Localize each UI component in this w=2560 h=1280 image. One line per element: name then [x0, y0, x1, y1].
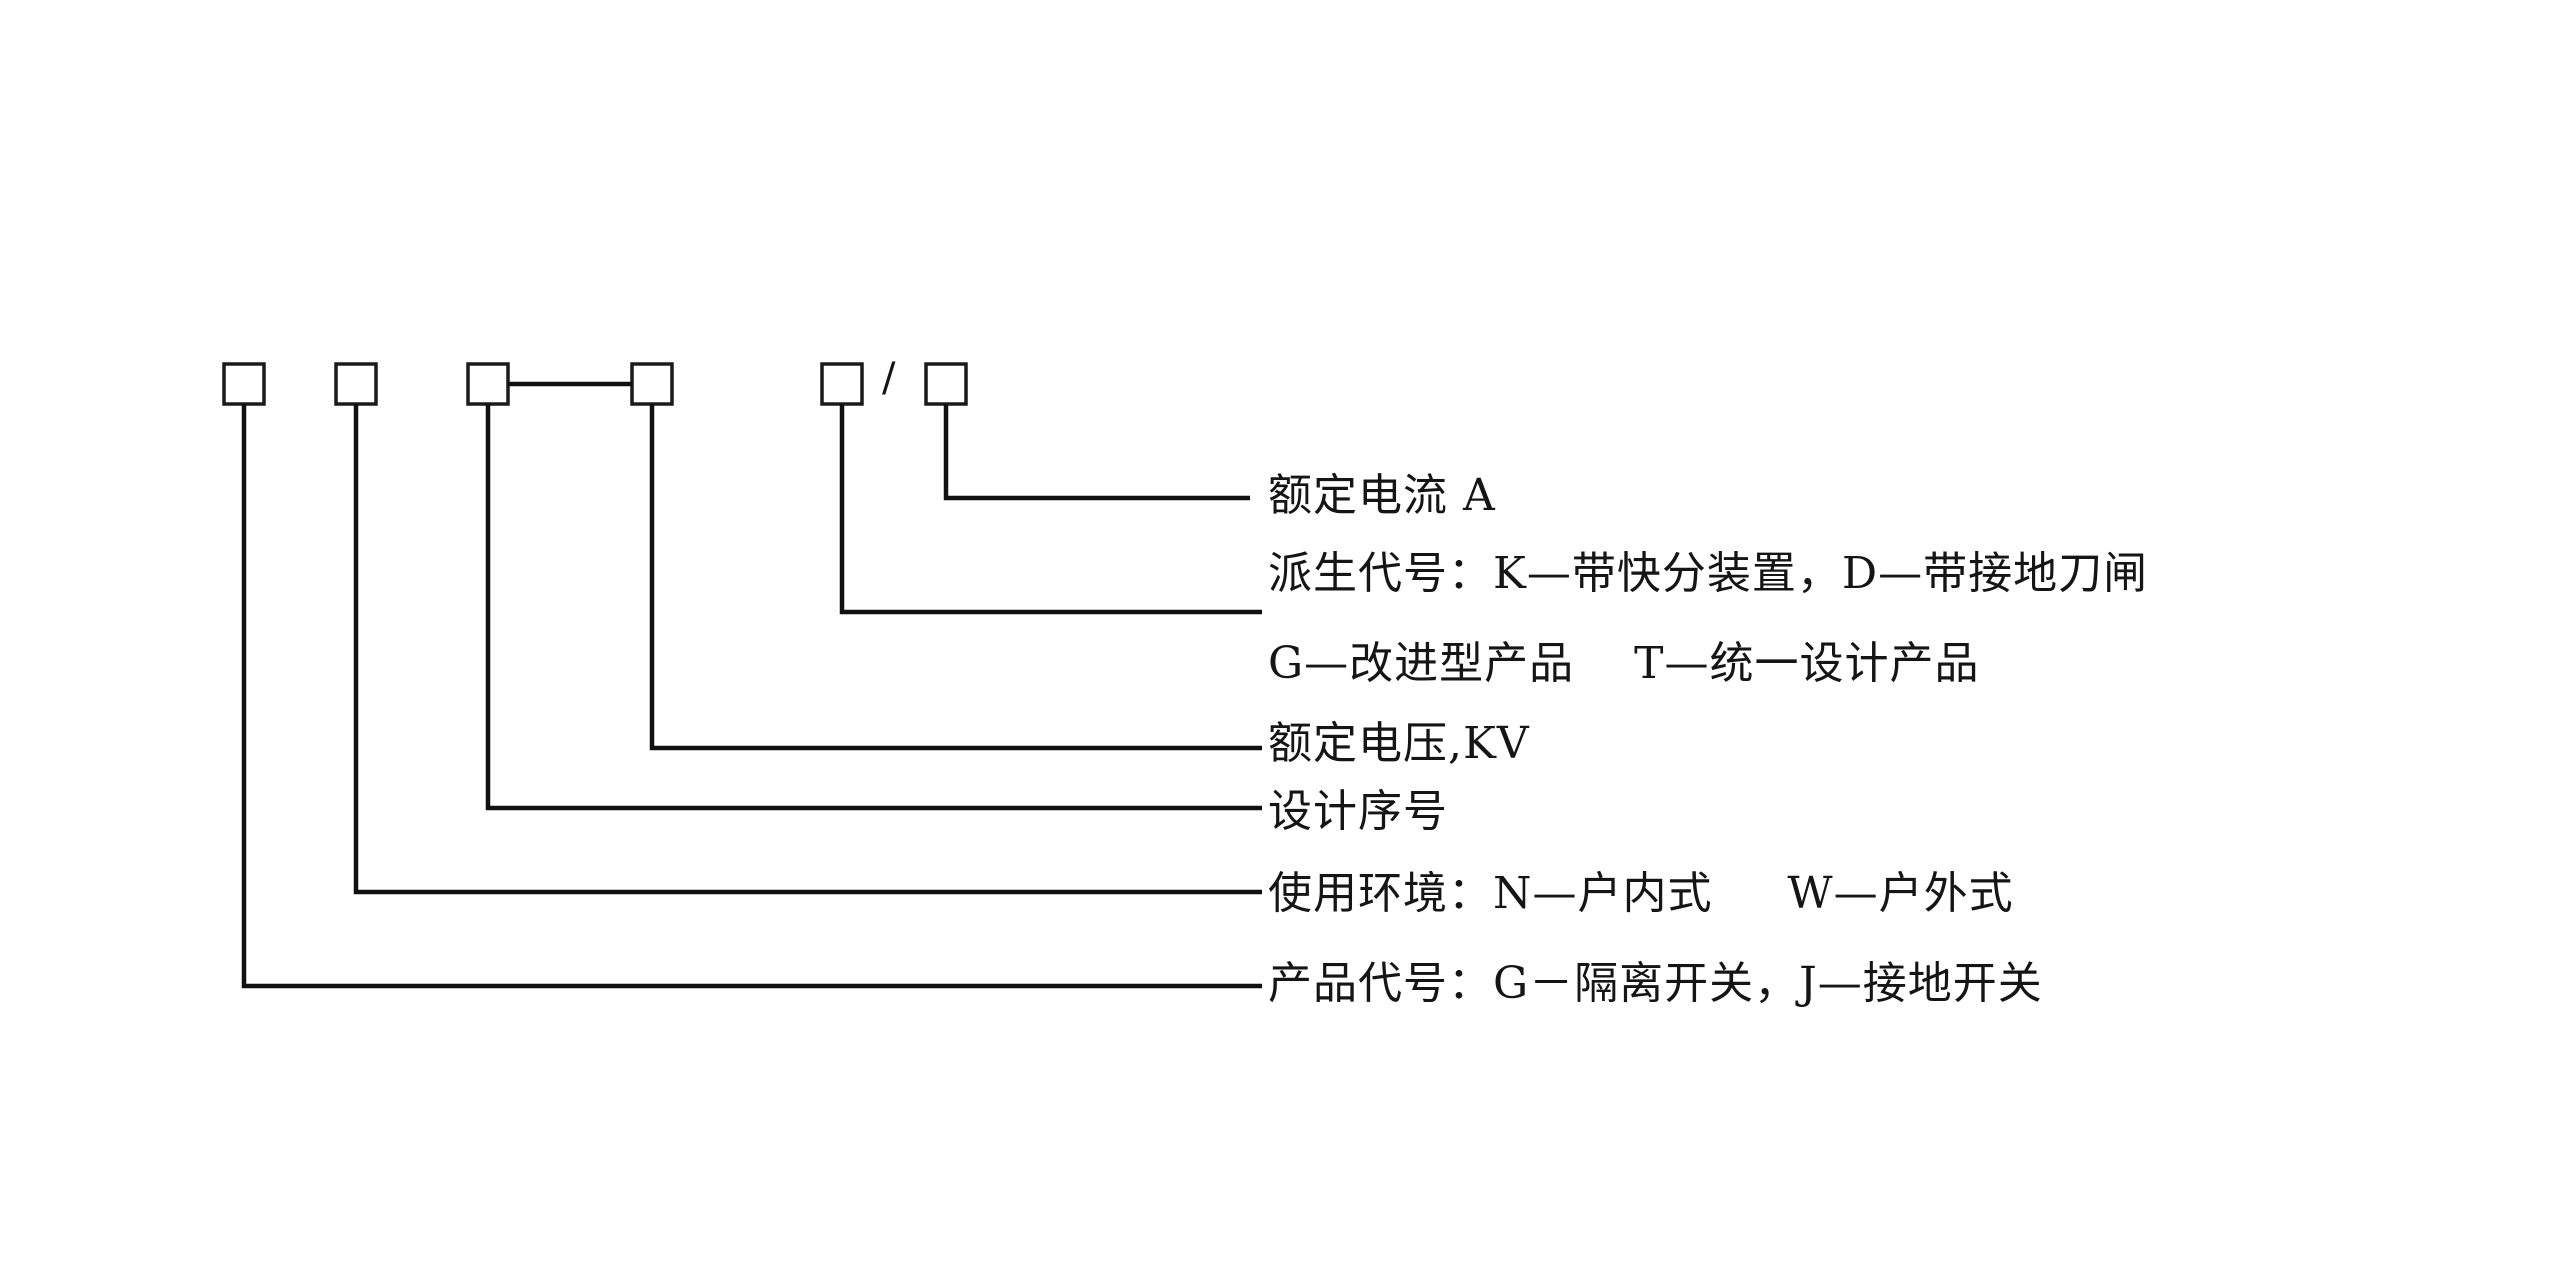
box-rated-voltage — [630, 362, 674, 406]
leader-rated-current — [943, 404, 1250, 501]
label-design-serial: 设计序号 — [1268, 786, 1448, 837]
leader-environment — [353, 404, 1262, 895]
label-derived-code-variants: G—改进型产品 T—统一设计产品 — [1268, 638, 1980, 689]
leader-design-serial — [485, 404, 1262, 811]
label-rated-current: 额定电流 A — [1268, 470, 1496, 521]
label-product-code: 产品代号：G－隔离开关，J—接地开关 — [1268, 958, 2043, 1009]
box-derived-code — [820, 362, 864, 406]
leader-rated-voltage — [649, 404, 1262, 751]
box-product-code — [222, 362, 266, 406]
box-environment — [334, 362, 378, 406]
label-environment: 使用环境：N—户内式 W—户外式 — [1268, 868, 2014, 919]
box-design-serial — [466, 362, 510, 406]
leader-derived-code — [839, 404, 1262, 615]
box-rated-current — [924, 362, 968, 406]
leader-product-code — [241, 404, 1262, 989]
box-separator-slash: / — [882, 355, 896, 401]
label-derived-code: 派生代号：K—带快分装置，D—带接地刀闸 — [1268, 548, 2149, 599]
label-rated-voltage: 额定电压,KV — [1268, 718, 1530, 769]
